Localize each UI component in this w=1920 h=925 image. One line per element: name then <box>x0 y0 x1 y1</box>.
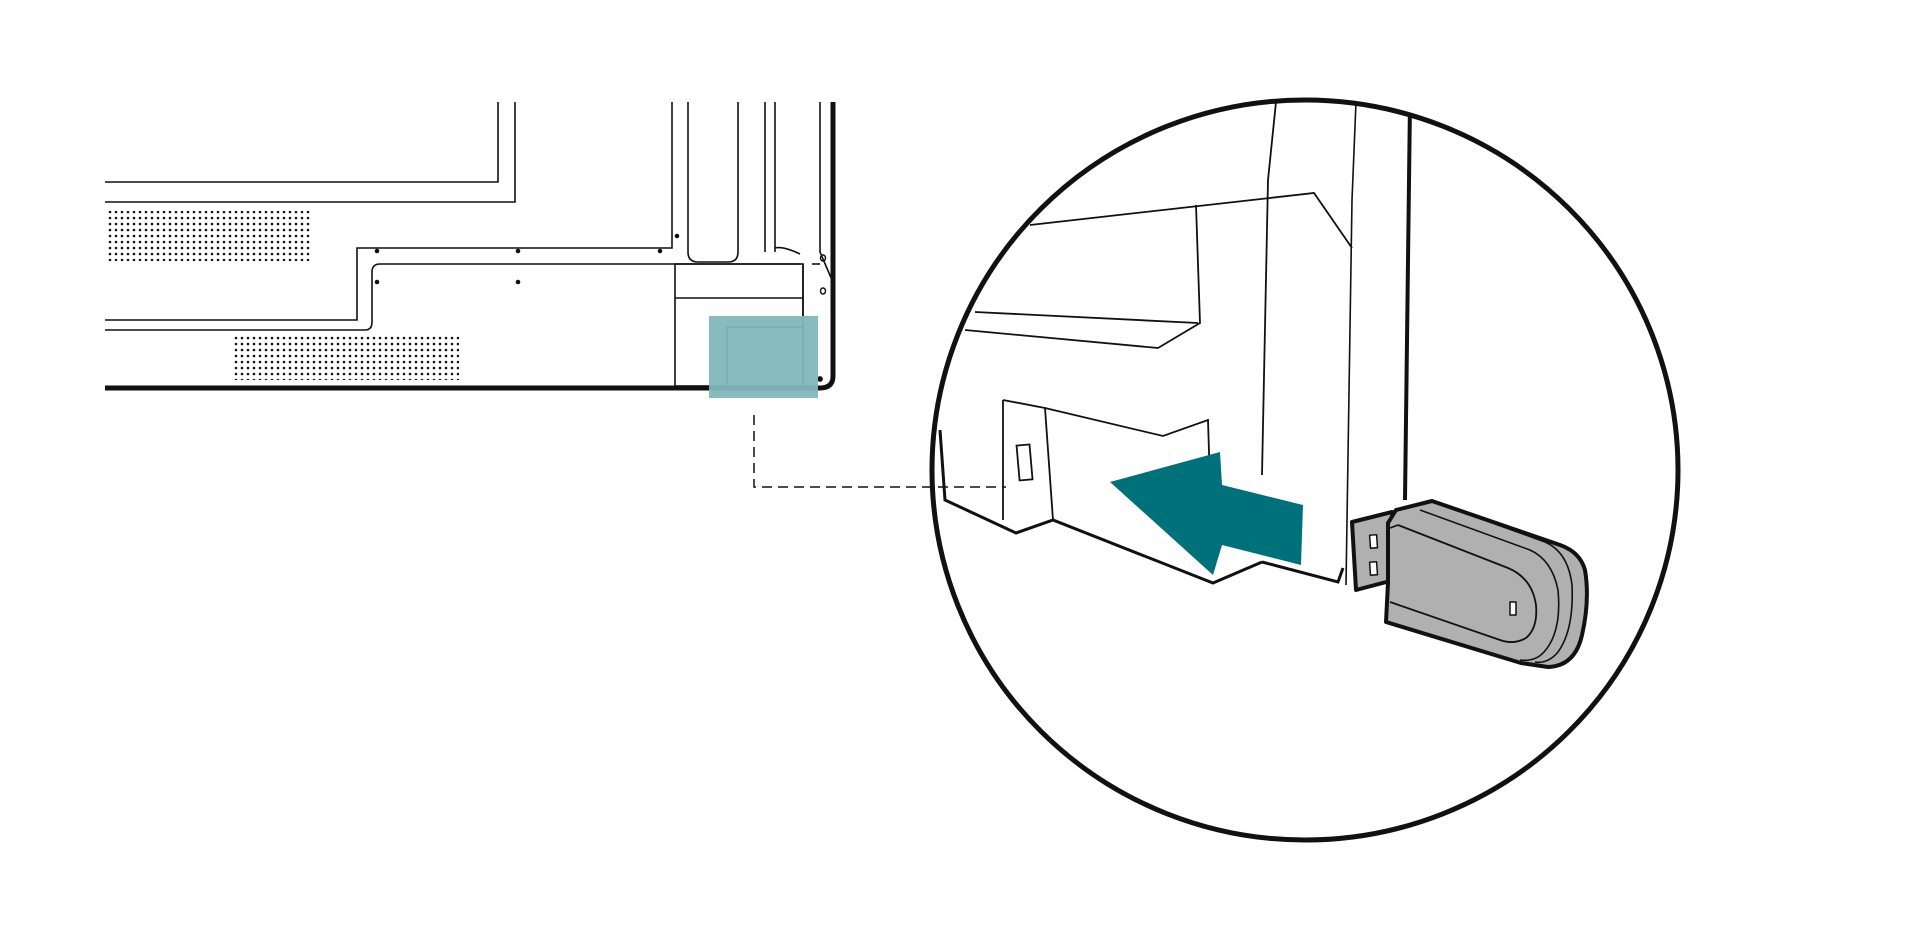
rail-c <box>774 246 801 255</box>
speaker-grille-lower <box>233 336 459 380</box>
chassis-edge <box>105 102 836 391</box>
insert-direction-arrow <box>1110 452 1303 575</box>
magnified-callout <box>929 97 1681 843</box>
zoom-frame-line-2 <box>1345 101 1357 586</box>
lower-frame-outer <box>105 102 673 321</box>
zoom-port-base <box>938 429 1263 585</box>
lower-frame-inner <box>105 263 800 331</box>
zoom-bracket-step <box>964 204 1201 349</box>
callout-leader-line <box>753 415 1006 488</box>
rail-a <box>687 102 739 263</box>
screw-dots <box>374 233 680 285</box>
usb-dongle-body <box>1384 499 1589 669</box>
zoom-frame-line-1 <box>1261 101 1277 476</box>
side-screws <box>817 254 827 382</box>
usb-dongle-indicator <box>1509 601 1517 616</box>
upper-frame-outer <box>105 102 499 183</box>
upper-frame-inner <box>105 102 516 203</box>
speaker-grille-upper <box>106 211 310 261</box>
zoom-frame-line-3 <box>1403 101 1412 501</box>
magnifier-circle <box>929 97 1681 843</box>
usb-dongle <box>1350 499 1589 669</box>
chassis-inner-right <box>819 102 833 281</box>
zoom-bracket-top <box>1029 192 1353 249</box>
zoom-port-slot <box>1015 443 1034 482</box>
port-highlight <box>709 316 818 398</box>
